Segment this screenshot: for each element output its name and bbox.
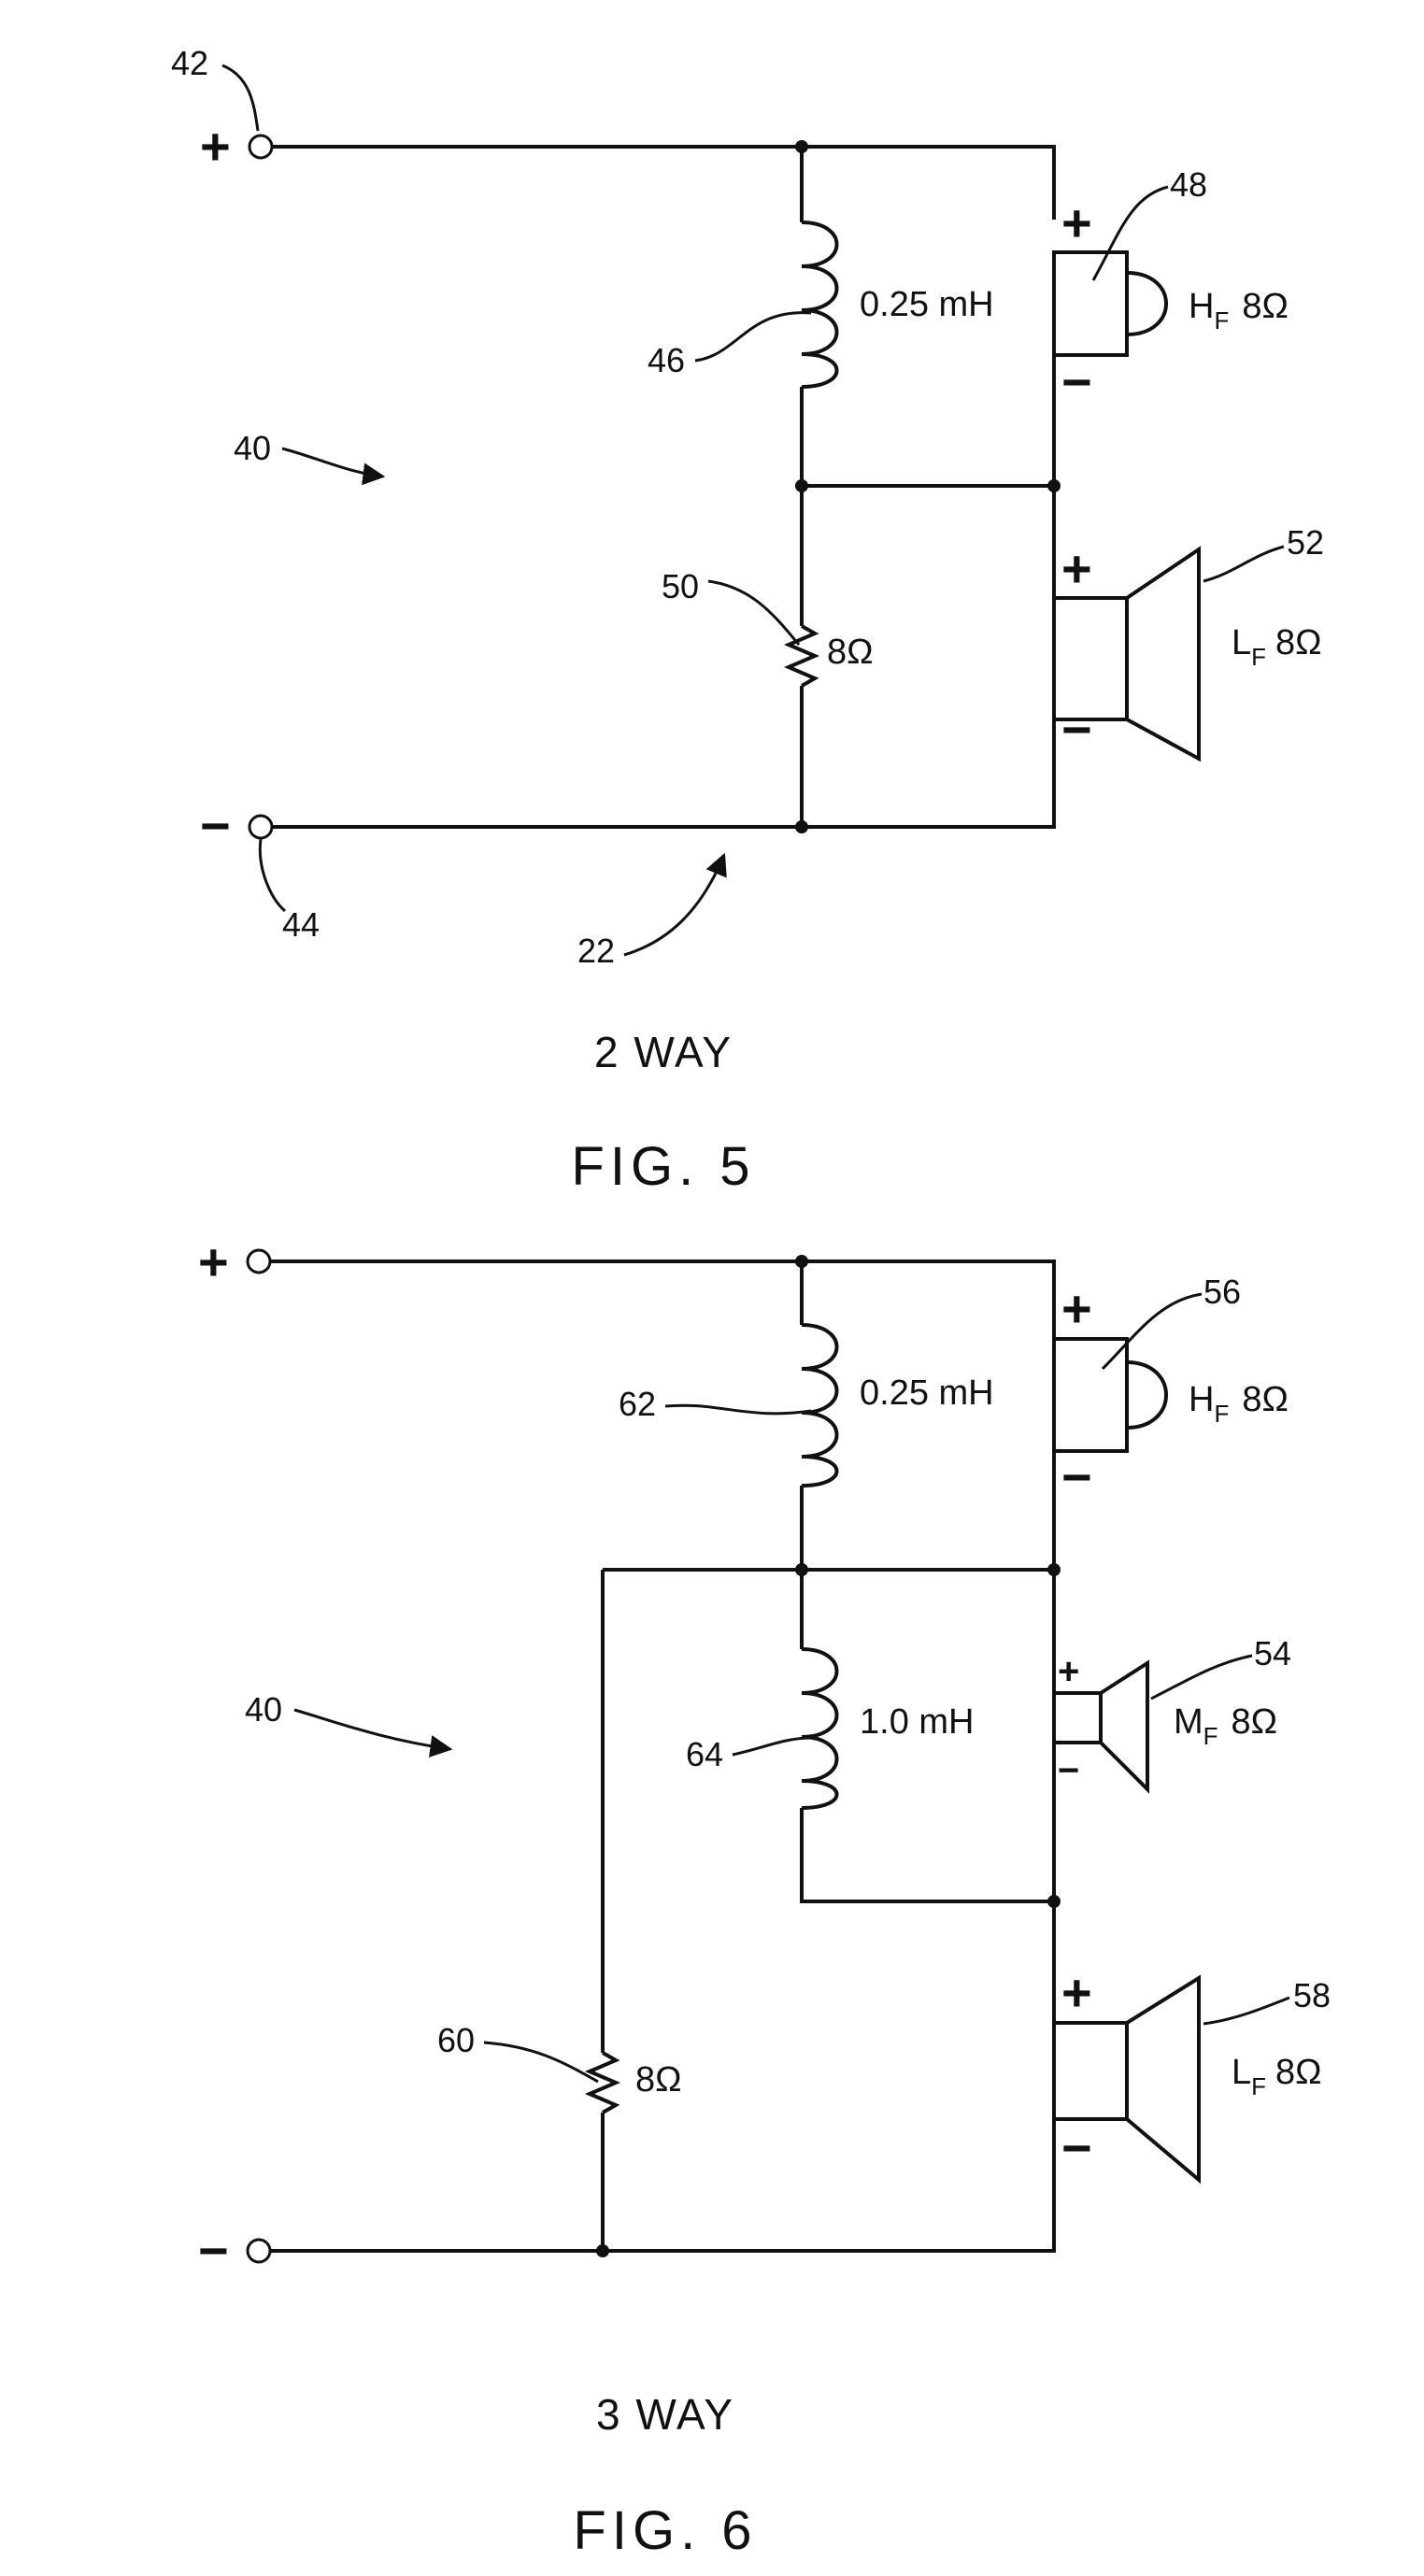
fig6-ref-60: 60 <box>437 2021 475 2059</box>
fig6-ref-56: 56 <box>1203 1273 1241 1311</box>
fig5-caption: 2 WAY <box>594 1028 733 1076</box>
fig5-ref-52: 52 <box>1287 523 1324 562</box>
fig6-mid-label: MF8Ω <box>1174 1702 1277 1750</box>
fig6-diagram: + − + − <box>198 1232 1331 2561</box>
fig6-minus-sign: − <box>198 2221 229 2280</box>
fig6-junction-dot <box>795 1255 808 1268</box>
fig6-ref-64: 64 <box>686 1735 723 1773</box>
fig6-junction-dot <box>795 1563 808 1576</box>
fig5-woofer-label: LF8Ω <box>1232 623 1322 671</box>
fig6-ref-40: 40 <box>245 1690 282 1729</box>
fig5-woofer-speaker: + − <box>1054 539 1199 759</box>
fig5-ref-50: 50 <box>662 567 699 605</box>
fig6-woofer-minus: − <box>1061 2118 1092 2177</box>
fig6-resistor-value: 8Ω <box>635 2060 682 2099</box>
fig5-resistor-value: 8Ω <box>827 633 874 672</box>
fig6-woofer-plus: + <box>1061 1963 1092 2022</box>
fig5-ref-22: 22 <box>577 932 615 970</box>
fig6-tweeter-label: HF8Ω <box>1189 1380 1289 1428</box>
fig6-caption: 3 WAY <box>596 2390 734 2439</box>
fig6-ref-58: 58 <box>1293 1976 1331 2014</box>
fig5-diagram: + − + − + − <box>171 44 1324 1197</box>
fig5-minus-sign: − <box>200 796 231 855</box>
fig5-junction-dot <box>795 820 808 833</box>
fig5-tweeter-minus: − <box>1061 352 1092 411</box>
fig6-woofer-speaker: + − <box>1054 1963 1199 2180</box>
fig5-inductor-value: 0.25 mH <box>860 285 994 324</box>
fig6-midrange-speaker: + − <box>1054 1651 1147 1791</box>
fig6-tweeter-plus: + <box>1061 1279 1092 1338</box>
fig5-junction-dot <box>795 140 808 153</box>
fig6-ref-62: 62 <box>619 1385 656 1423</box>
fig5-ref-40: 40 <box>234 429 271 467</box>
fig5-input-neg-terminal <box>249 816 272 838</box>
fig5-ref-46: 46 <box>648 341 685 379</box>
fig6-junction-dot <box>596 2244 609 2257</box>
fig6-input-pos-terminal <box>248 1250 270 1273</box>
fig6-woofer-label: LF8Ω <box>1232 2053 1322 2100</box>
fig5-inductor-coil <box>802 222 837 387</box>
fig5-tweeter-label: HF8Ω <box>1189 287 1289 334</box>
fig5-ref-42: 42 <box>171 44 208 82</box>
fig5-junction-dot <box>795 479 808 492</box>
fig6-top-rail <box>270 1261 1054 1339</box>
fig5-ref-44: 44 <box>282 905 320 944</box>
fig6-tweeter-minus: − <box>1061 1447 1092 1506</box>
fig6-ref-54: 54 <box>1254 1634 1291 1672</box>
fig6-resistor-zigzag <box>590 2053 616 2113</box>
fig6-inductor-64-value: 1.0 mH <box>860 1702 974 1742</box>
fig5-plus-sign: + <box>200 117 231 176</box>
fig6-tweeter-speaker: + − <box>1054 1279 1166 1506</box>
fig6-mid-minus: − <box>1058 1750 1079 1791</box>
fig5-tweeter-plus: + <box>1061 193 1092 252</box>
fig5-top-rail <box>272 147 1054 220</box>
fig6-inductor-62-coil <box>802 1325 837 1486</box>
fig6-bottom-rail <box>270 2119 1054 2251</box>
fig5-input-pos-terminal <box>249 135 272 158</box>
fig5-figure-label: FIG. 5 <box>571 1136 755 1197</box>
fig6-inductor-62-value: 0.25 mH <box>860 1373 994 1413</box>
fig6-junction-dot <box>1047 1563 1061 1576</box>
fig6-plus-sign: + <box>198 1232 229 1291</box>
fig6-junction-dot <box>1047 1895 1061 1908</box>
fig6-inductor-64-coil <box>802 1649 837 1808</box>
fig5-tweeter-speaker: + − <box>1054 193 1166 411</box>
fig5-woofer-minus: − <box>1061 700 1092 759</box>
fig5-woofer-plus: + <box>1061 539 1092 598</box>
fig6-mid-plus: + <box>1058 1651 1079 1692</box>
fig5-ref-48: 48 <box>1170 165 1207 204</box>
fig6-input-neg-terminal <box>248 2240 270 2262</box>
fig5-bottom-rail <box>272 719 1054 827</box>
fig6-figure-label: FIG. 6 <box>573 2500 757 2561</box>
